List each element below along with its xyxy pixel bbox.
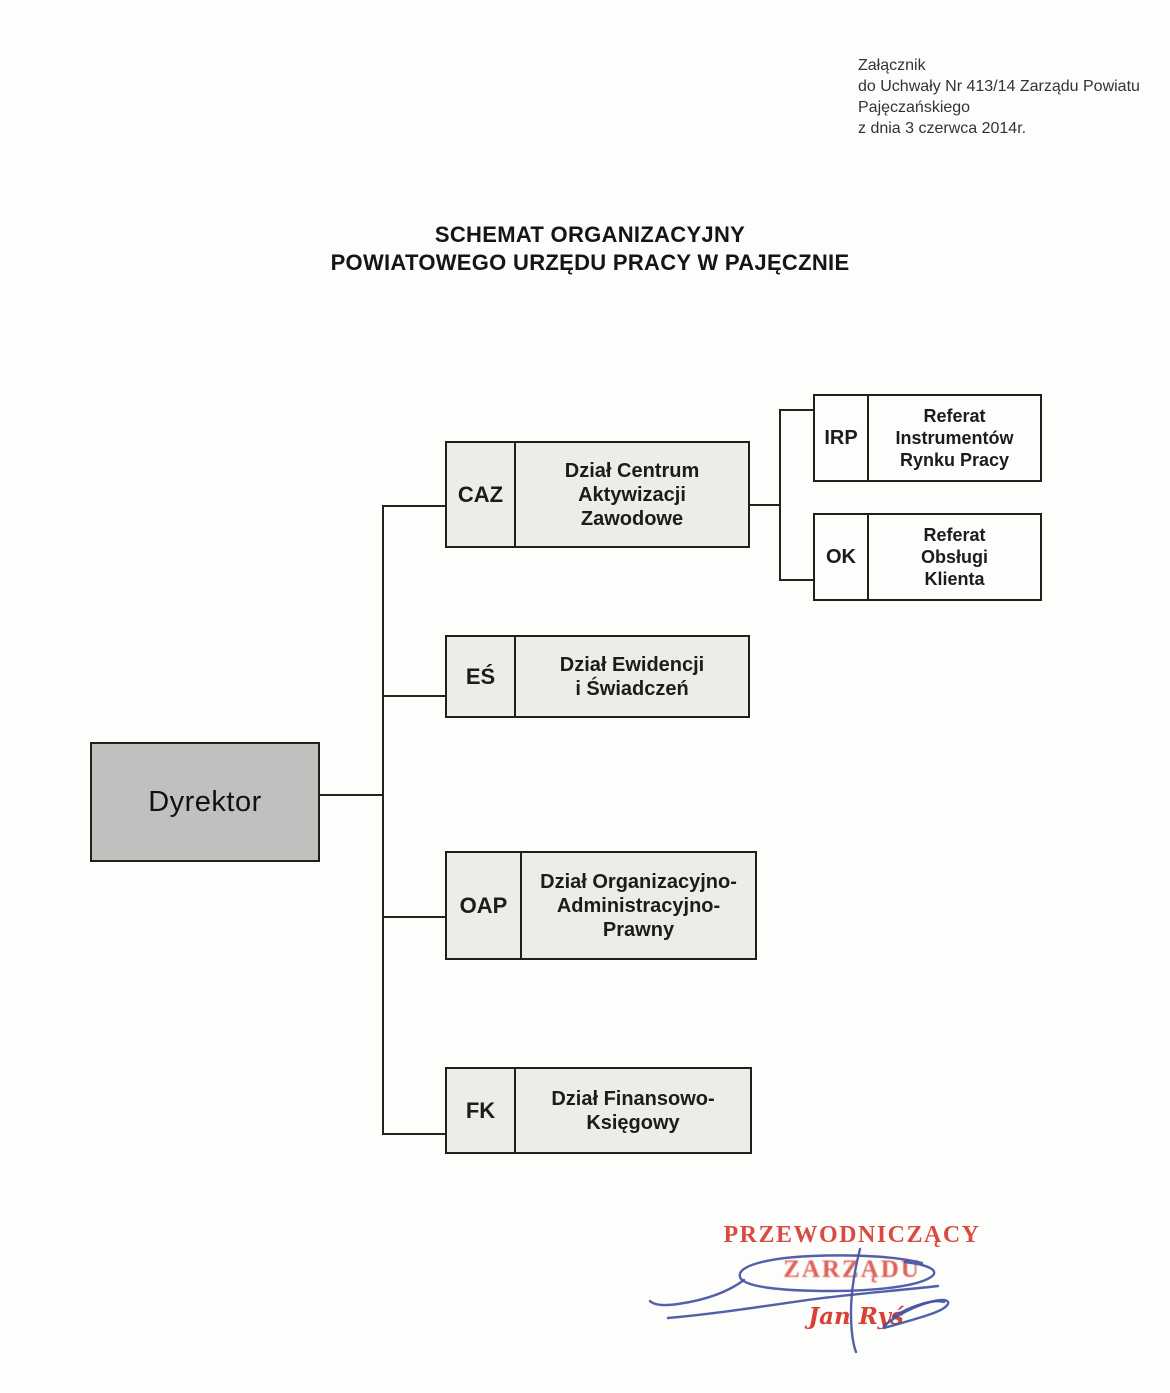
caz-box: CAZ Dział Centrum Aktywizacji Zawodowe (445, 441, 750, 548)
ok-box: OK Referat Obsługi Klienta (813, 513, 1042, 601)
note-line: Załącznik (858, 57, 926, 74)
label-line: Dział Organizacyjno- (540, 870, 737, 893)
label-line: Prawny (602, 918, 675, 941)
oap-name: Dział Organizacyjno- Administracyjno- Pr… (522, 853, 755, 958)
signature-tail-stroke (648, 1278, 746, 1307)
attachment-note: Załącznik do Uchwały Nr 413/14 Zarządu P… (858, 55, 1140, 139)
caz-code: CAZ (447, 443, 516, 546)
connector-branch-irp (780, 409, 814, 411)
caz-name: Dział Centrum Aktywizacji Zawodowe (516, 443, 748, 546)
connector-branch-ok (780, 579, 814, 581)
signature-flourish-top-stroke (891, 1300, 946, 1319)
signature-scribble (648, 1247, 950, 1354)
fk-box: FK Dział Finansowo- Księgowy (445, 1067, 752, 1154)
note-line: z dnia 3 czerwca 2014r. (858, 120, 1027, 137)
connector-caz-to-subunits (748, 504, 780, 506)
note-line: do Uchwały Nr 413/14 Zarządu Powiatu (858, 78, 1140, 95)
ok-code: OK (815, 515, 869, 599)
title-line-2: POWIATOWEGO URZĘDU PRACY W PAJĘCZNIE (330, 250, 850, 275)
irp-name: Referat Instrumentów Rynku Pracy (869, 396, 1040, 480)
chart-title: SCHEMAT ORGANIZACYJNY POWIATOWEGO URZĘDU… (5, 221, 1170, 277)
signature-vertical-stroke (849, 1247, 862, 1354)
connector-subunits-vertical (779, 409, 781, 581)
es-box: EŚ Dział Ewidencji i Świadczeń (445, 635, 750, 718)
label-line: Aktywizacji (578, 483, 686, 506)
label-line: Zawodowe (580, 507, 684, 530)
signature-name-text: Jan Ryś (808, 1303, 904, 1330)
label-line: Administracyjno- (556, 894, 721, 917)
signature-underline-stroke (666, 1284, 940, 1320)
es-name: Dział Ewidencji i Świadczeń (516, 637, 748, 716)
label-line: Dział Ewidencji (559, 653, 705, 676)
signature-ellipse-stroke (738, 1254, 936, 1293)
label-line: Obsługi (921, 547, 988, 567)
connector-branch-caz (383, 505, 446, 507)
label-line: Instrumentów (895, 428, 1014, 448)
es-code: EŚ (447, 637, 516, 716)
label-line: Dział Finansowo- (551, 1087, 715, 1110)
connector-branch-director (318, 794, 384, 796)
stamp-title-line-1: PRZEWODNICZĄCY (723, 1222, 981, 1248)
connector-branch-oap (383, 916, 446, 918)
oap-code: OAP (447, 853, 522, 958)
stamp-title-line-2: ZARZĄDU (783, 1256, 921, 1283)
label-line: Referat (923, 406, 986, 426)
connector-branch-es (383, 695, 446, 697)
label-line: Klienta (924, 569, 985, 589)
irp-box: IRP Referat Instrumentów Rynku Pracy (813, 394, 1042, 482)
label-line: Księgowy (586, 1111, 680, 1134)
fk-name: Dział Finansowo- Księgowy (516, 1069, 750, 1152)
label-line: Rynku Pracy (899, 450, 1010, 470)
connector-branch-fk (383, 1133, 446, 1135)
connector-spine-vertical (382, 505, 384, 1135)
ok-name: Referat Obsługi Klienta (869, 515, 1040, 599)
oap-box: OAP Dział Organizacyjno- Administracyjno… (445, 851, 757, 960)
fk-code: FK (447, 1069, 516, 1152)
label-line: i Świadczeń (575, 677, 689, 700)
irp-code: IRP (815, 396, 869, 480)
signature-flourish-stroke (882, 1298, 950, 1330)
director-box: Dyrektor (90, 742, 320, 862)
label-line: Dział Centrum (564, 459, 700, 482)
director-label: Dyrektor (148, 785, 262, 818)
note-line: Pajęczańskiego (858, 99, 971, 116)
title-line-1: SCHEMAT ORGANIZACYJNY (434, 222, 746, 247)
label-line: Referat (923, 525, 986, 545)
